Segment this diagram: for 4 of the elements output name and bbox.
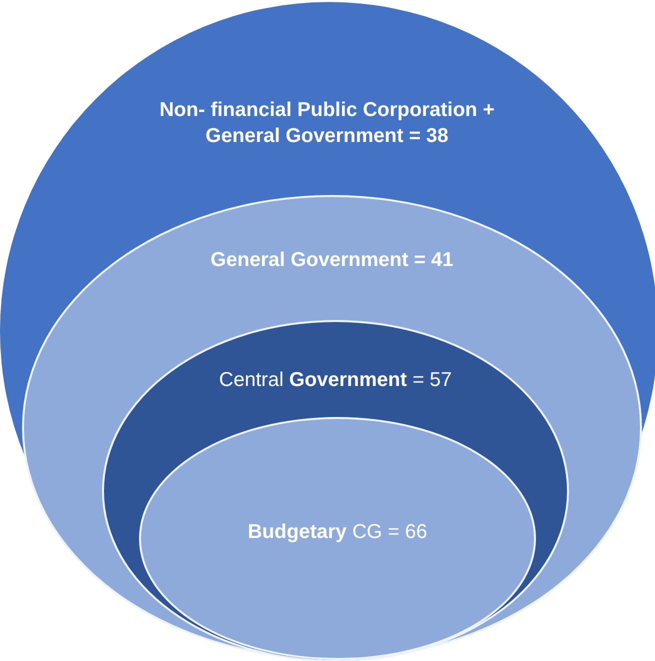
ellipse-label: Central Government = 57 [218, 368, 453, 393]
ellipse-label: General Government = 41 [210, 248, 454, 273]
ellipse-label: Non- financial Public Corporation + General Government = 38 [158, 98, 496, 149]
ellipse-label: Budgetary CG = 66 [246, 520, 428, 545]
